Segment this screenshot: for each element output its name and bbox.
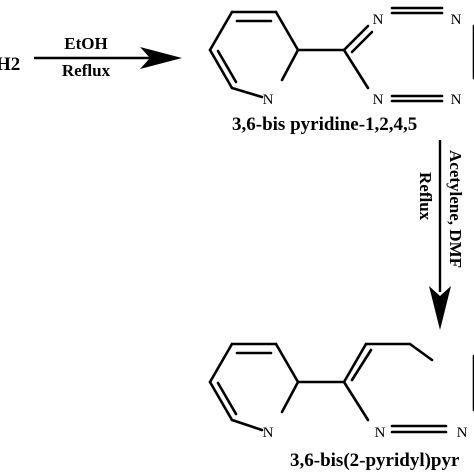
intermediate-ring-n-top-right: N [451, 12, 462, 28]
product-pyridazine-ring [342, 342, 474, 434]
step1-condition-label: Reflux [62, 61, 111, 80]
reactant-fragment-label: H2 [0, 54, 20, 75]
step1-reagent-label: EtOH [64, 34, 107, 53]
intermediate-ring-n-top-left: N [373, 12, 384, 28]
product-pyridine-ring [208, 342, 300, 432]
product-molecule: N N N [208, 342, 474, 441]
product-ring-n-right: N [457, 425, 468, 441]
step2-arrow-head [429, 286, 451, 330]
step2-condition-label: Reflux [416, 172, 435, 221]
step1-arrow-head [140, 47, 182, 69]
intermediate-ring-n-bottom-right: N [451, 92, 462, 108]
intermediate-pyridine-ring [208, 10, 300, 99]
intermediate-molecule: N N N N N [208, 6, 474, 108]
step1-arrow [34, 47, 182, 69]
intermediate-tetrazine-ring [342, 6, 474, 103]
intermediate-ring-n-bottom-left: N [373, 92, 384, 108]
product-pyridine-n: N [263, 425, 274, 441]
product-ring-n-left: N [375, 425, 386, 441]
step2-reagent-label: Acetylene, DMF [446, 150, 465, 268]
intermediate-pyridine-n: N [263, 92, 274, 108]
product-name: 3,6-bis(2-pyridyl)pyr [290, 450, 460, 471]
intermediate-name: 3,6-bis pyridine-1,2,4,5 [232, 114, 417, 135]
step2-arrow [429, 140, 451, 330]
